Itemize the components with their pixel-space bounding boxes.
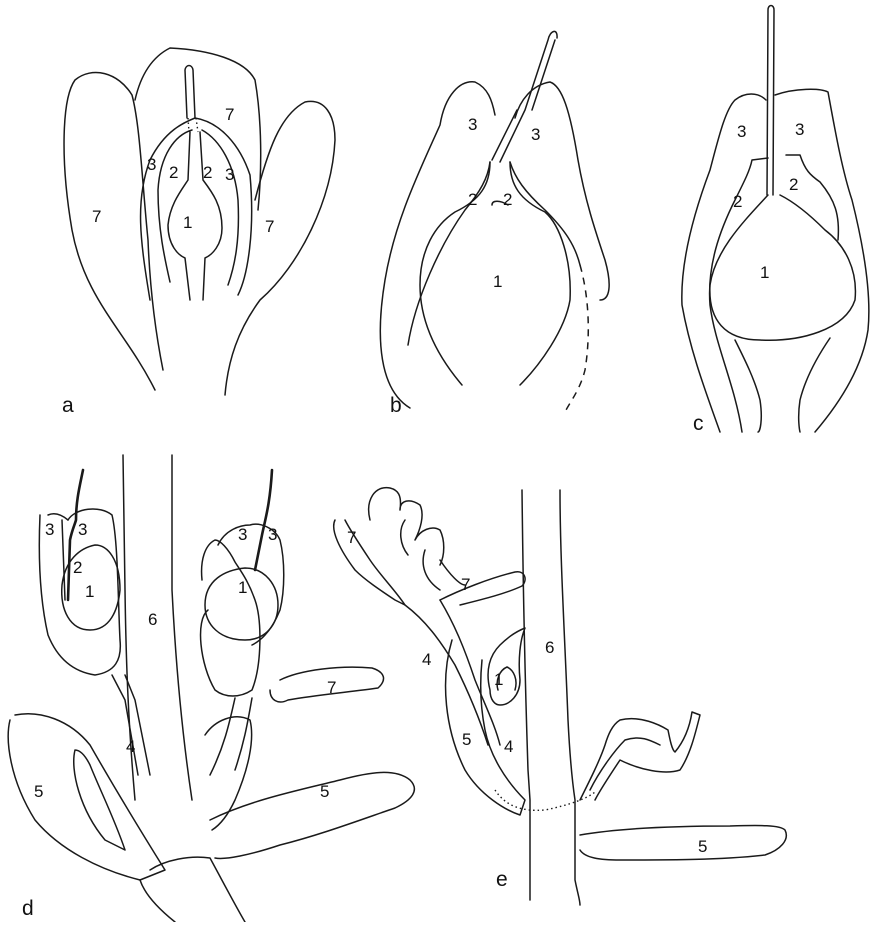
panel-d-base [140,857,245,922]
panel-d-left-pedicel [112,675,150,775]
panel-a: 1 2 2 3 3 7 7 7 a [62,48,335,417]
panel-d-label-3-c: 3 [238,525,247,544]
panel-d-stem-right-edge [172,455,192,800]
panel-e: 1 4 4 5 5 6 7 7 e [334,488,787,905]
panel-a-petal-left [64,73,163,390]
panel-e-branch-right-inner [590,738,660,790]
panel-b-label-2-left: 2 [468,190,477,209]
panel-d-label-3-a: 3 [45,520,54,539]
panel-c-style [767,6,774,196]
panel-a-petal-right [225,101,335,395]
panel-d-label-7: 7 [327,678,336,697]
panel-a-stamen-inner-left [158,130,192,282]
panel-b-dashed-outline [565,265,588,412]
panel-a-letter: a [62,394,74,417]
panel-e-label-7-left: 7 [347,528,356,547]
panel-d-sepal-inner-left [74,750,125,850]
panel-b-label-2-right: 2 [503,190,512,209]
panel-e-pedicel-4 [405,600,500,745]
panel-e-label-5-right: 5 [698,837,707,856]
panel-d-label-4: 4 [126,737,135,756]
panel-e-letter: e [496,868,508,891]
panel-c-label-3-right: 3 [795,120,804,139]
panel-d-letter: d [22,897,34,920]
panel-d-label-3-d: 3 [268,525,277,544]
panel-b-label-3-left: 3 [468,115,477,134]
panel-a-label-1: 1 [183,213,192,232]
panel-d-label-5-right: 5 [320,782,329,801]
panel-e-stem-right-edge [560,490,580,905]
panel-e-flower-cluster [369,488,465,590]
panel-e-branch-right [580,712,700,800]
panel-e-stem-left-edge [522,490,530,900]
panel-d-label-1-left: 1 [85,582,94,601]
panel-d-right-style [255,470,272,570]
panel-e-sepal-5-right [580,825,786,860]
panel-b-inner-left [408,162,490,345]
panel-e-label-5-left: 5 [462,730,471,749]
panel-d-right-flower-outer [201,540,260,696]
panel-a-anther-right [200,132,222,300]
panel-e-petal-7-left [334,520,405,605]
panel-e-label-4-upper: 4 [422,650,431,669]
panel-e-label-7-right: 7 [461,575,470,594]
panel-c-letter: c [693,412,704,435]
panel-d-right-pedicel [210,698,252,775]
panel-a-stamen-inner-right [202,130,238,285]
panel-d-label-6: 6 [148,610,157,629]
panel-e-label-6: 6 [545,638,554,657]
panel-c-stalk [735,338,830,432]
panel-e-sepal-5-left [446,640,525,815]
panel-d-label-3-b: 3 [78,520,87,539]
panel-b-style [492,31,557,162]
panel-a-label-3-right: 3 [225,165,234,184]
panel-a-label-7-top: 7 [225,105,234,124]
panel-a-label-2-left: 2 [169,163,178,182]
panel-d-label-2: 2 [73,558,82,577]
panel-b-letter: b [390,394,402,417]
panel-d-sepal-left [8,714,165,880]
panel-b-label-1: 1 [493,272,502,291]
panel-b-outer-left [380,82,495,408]
panel-a-label-3-left: 3 [147,155,156,174]
panel-a-label-7-right: 7 [265,217,274,236]
panel-d-label-5-left: 5 [34,782,43,801]
panel-c-ovary [710,195,856,340]
panel-e-label-1: 1 [494,670,503,689]
panel-c: 1 2 2 3 3 c [682,6,869,436]
panel-b-inner-right [510,162,580,265]
panel-c-inner-right [786,155,838,240]
panel-a-style [185,66,195,119]
panel-b-label-3-right: 3 [531,125,540,144]
panel-a-label-7-left: 7 [92,207,101,226]
panel-d-label-1-right: 1 [238,578,247,597]
panel-d: 1 1 2 3 3 3 3 4 5 5 6 7 d [8,455,414,922]
panel-b: 1 2 2 3 3 b [380,31,609,417]
panel-c-label-3-left: 3 [737,122,746,141]
panel-c-label-1: 1 [760,263,769,282]
panel-e-label-4-lower: 4 [504,737,513,756]
panel-b-outer-right [515,82,609,300]
panel-c-outer-right [775,89,869,432]
panel-c-label-2-left: 2 [733,192,742,211]
panel-a-label-2-right: 2 [203,163,212,182]
panel-c-label-2-right: 2 [789,175,798,194]
panel-a-petal-top [135,48,261,210]
panel-a-stamen-outer-right [195,118,252,295]
panel-b-anther-right [510,162,570,385]
